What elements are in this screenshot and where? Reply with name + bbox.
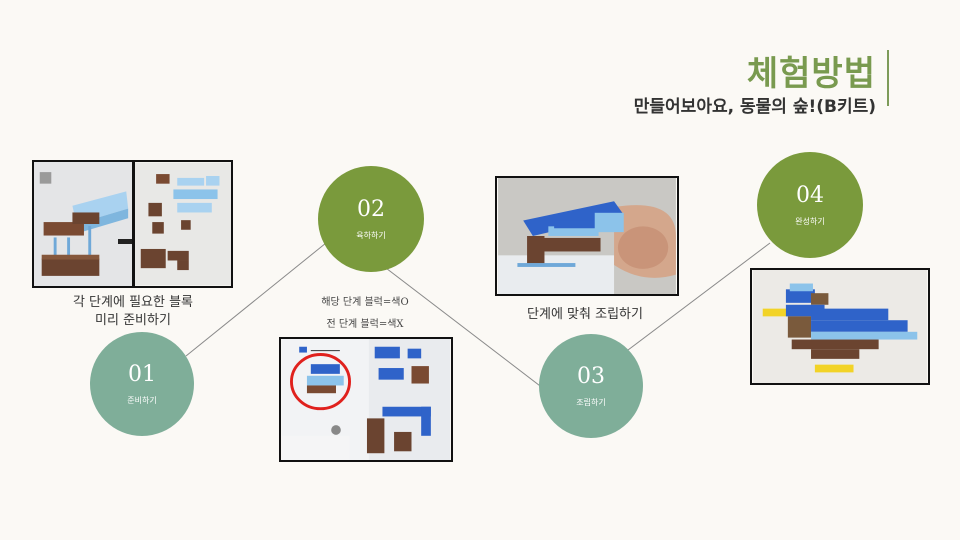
step-02-number: 02 xyxy=(357,196,385,222)
step-01-number: 01 xyxy=(128,361,156,387)
step-02-circle: 02 육하하기 xyxy=(318,166,424,272)
instruction-sheet-image xyxy=(281,339,451,460)
step-03-circle: 03 조립하기 xyxy=(539,334,643,438)
step-03-caption: 단계에 맞춰 조립하기 xyxy=(510,306,660,324)
step-03-label: 조립하기 xyxy=(576,397,606,407)
step-02-photo xyxy=(279,337,453,462)
step-01-circle: 01 준비하기 xyxy=(90,332,194,436)
connector-02-03 xyxy=(377,261,549,393)
step-03-caption-line-1: 단계에 맞춰 조립하기 xyxy=(527,307,643,322)
page-subtitle: 만들어보아요, 동물의 숲!(B키트) xyxy=(633,97,876,117)
finished-kingfisher-image xyxy=(753,270,927,383)
step-01-caption-line-1: 각 단계에 필요한 블록 xyxy=(72,295,194,310)
step-01-photo-left xyxy=(32,160,134,288)
step-04-number: 04 xyxy=(796,182,824,208)
step-03-number: 03 xyxy=(577,363,605,389)
step-02-label: 육하하기 xyxy=(356,230,386,240)
connector-01-02 xyxy=(185,242,327,357)
photo-connector-bar xyxy=(118,239,132,244)
connector-03-04 xyxy=(627,242,771,351)
step-01-caption-line-2: 미리 준비하기 xyxy=(95,313,171,328)
title-divider xyxy=(887,50,889,106)
loose-blocks-image xyxy=(135,162,231,286)
assembling-hand-image xyxy=(498,178,676,294)
step-02-note: 해당 단계 블럭=색O 전 단계 블럭=색X xyxy=(300,292,430,336)
block-stack-image xyxy=(34,162,132,286)
step-03-photo xyxy=(495,176,679,296)
step-04-label: 완성하기 xyxy=(795,216,825,226)
step-02-note-line-2: 전 단계 블럭=색X xyxy=(326,319,404,330)
step-02-note-line-1: 해당 단계 블럭=색O xyxy=(321,297,409,308)
step-01-photo-right xyxy=(133,160,233,288)
step-04-circle: 04 완성하기 xyxy=(757,152,863,258)
page-title: 체험방법 xyxy=(746,54,876,94)
step-04-photo xyxy=(750,268,930,385)
step-01-label: 준비하기 xyxy=(127,395,157,405)
step-01-caption: 각 단계에 필요한 블록 미리 준비하기 xyxy=(58,294,208,330)
